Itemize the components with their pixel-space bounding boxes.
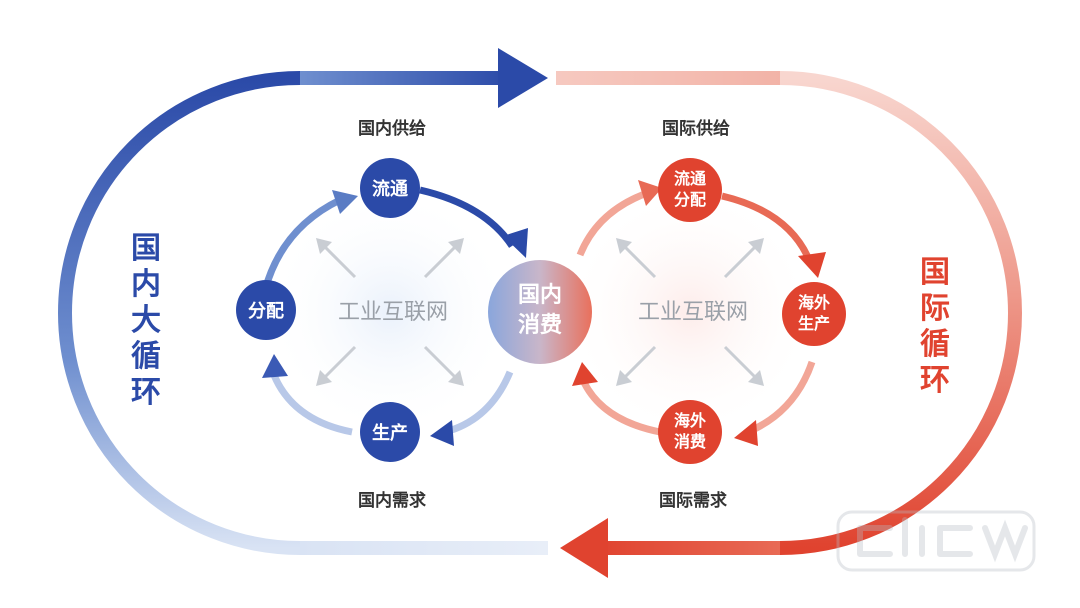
hub-label-line2: 消费 <box>518 313 562 338</box>
watermark-logo <box>836 510 1036 572</box>
international-node-top: 流通 分配 <box>658 158 722 222</box>
domestic-arc-hub-bottom <box>444 370 514 436</box>
international-supply-label: 国际供给 <box>662 118 730 139</box>
hub-label-line1: 国内 <box>518 283 562 308</box>
international-node-right-line1: 海外 <box>798 293 830 312</box>
domestic-node-bottom: 生产 <box>360 402 420 462</box>
international-node-bottom-line2: 消费 <box>674 432 706 451</box>
outer-left-arc <box>58 71 301 555</box>
outer-bottom-red-bar <box>595 541 780 555</box>
outer-left-label-char: 循 <box>131 339 161 374</box>
international-node-right-line2: 生产 <box>798 314 830 333</box>
domestic-cycle: 流通 分配 生产 工业互联网 国内供给 国内需求 <box>236 118 528 511</box>
international-cycle: 流通 分配 海外 生产 海外 消费 工业互联网 国际供给 国际需求 <box>565 118 846 511</box>
outer-left-label-char: 内 <box>131 267 161 302</box>
outer-right-label-char: 循 <box>920 327 950 362</box>
domestic-node-left-label: 分配 <box>248 301 284 322</box>
outer-right-arc <box>779 71 1022 555</box>
outer-left-label-char: 环 <box>131 375 161 410</box>
international-node-right: 海外 生产 <box>782 282 846 346</box>
international-arc-hub-top <box>576 188 652 257</box>
outer-right-label: 国 际 循 环 <box>920 255 950 398</box>
domestic-arc-left-top <box>261 196 342 291</box>
domestic-arc-top-right-head <box>503 228 528 258</box>
international-arc-right-bottom <box>746 360 816 436</box>
outer-left-label-char: 国 <box>131 231 161 266</box>
outer-bottom-blue-bar <box>300 541 548 555</box>
outer-right-label-char: 国 <box>920 255 950 290</box>
domestic-cross-arrow-heads <box>316 238 464 386</box>
hub-node: 国内 消费 <box>488 260 592 364</box>
international-arc-hub-top-head <box>638 180 662 206</box>
international-node-bottom: 海外 消费 <box>658 400 722 464</box>
domestic-node-top: 流通 <box>360 158 420 218</box>
outer-top-blue-bar <box>300 71 510 85</box>
outer-left-label-char: 大 <box>131 303 161 338</box>
international-demand-label: 国际需求 <box>659 490 727 511</box>
domestic-demand-label: 国内需求 <box>358 490 426 511</box>
international-node-top-line2: 分配 <box>674 190 706 209</box>
domestic-supply-label: 国内供给 <box>358 118 426 139</box>
domestic-arc-hub-bottom-head <box>430 420 454 446</box>
domestic-arc-left-top-head <box>332 190 358 214</box>
international-arc-bottom-hub-head <box>572 362 598 386</box>
outer-loop <box>58 48 1022 578</box>
domestic-cross-arrows <box>320 242 460 382</box>
outer-top-arrow-head <box>498 48 548 108</box>
outer-right-label-char: 际 <box>920 291 950 326</box>
domestic-node-top-label: 流通 <box>372 178 408 200</box>
domestic-arc-bottom-left-head <box>262 354 288 378</box>
domestic-arc-bottom-left <box>268 368 353 436</box>
international-cross-arrow-heads <box>616 238 764 386</box>
domestic-node-bottom-label: 生产 <box>372 422 408 444</box>
international-arc-top-right-head <box>798 252 826 278</box>
outer-left-label: 国 内 大 循 环 <box>131 231 161 410</box>
domestic-center-label: 工业互联网 <box>338 300 448 325</box>
domestic-node-left: 分配 <box>236 280 296 340</box>
international-center-label: 工业互联网 <box>638 300 748 325</box>
international-arc-right-bottom-head <box>734 420 758 446</box>
outer-top-red-bar <box>556 71 780 85</box>
outer-right-label-char: 环 <box>920 363 950 398</box>
outer-bottom-arrow-head <box>560 518 608 578</box>
international-node-bottom-line1: 海外 <box>674 411 706 430</box>
international-node-top-line1: 流通 <box>674 169 706 188</box>
international-arc-top-right <box>721 192 814 264</box>
international-cross-arrows <box>620 242 760 382</box>
international-arc-bottom-hub <box>578 376 661 436</box>
